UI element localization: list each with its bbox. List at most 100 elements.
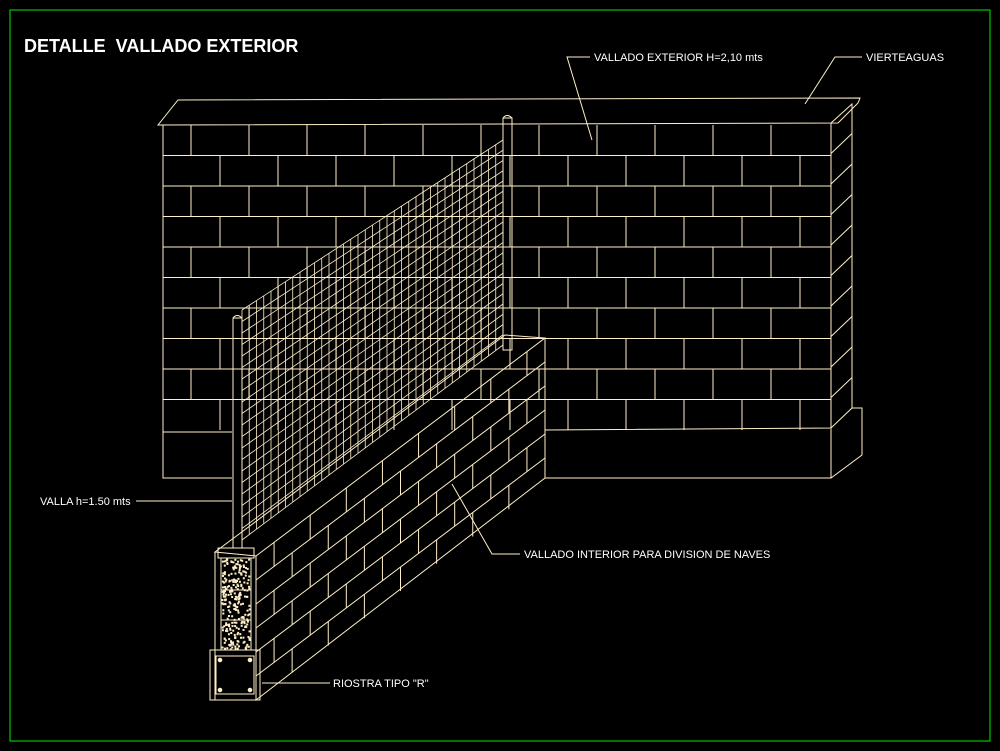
hatch-dot <box>236 596 239 599</box>
hatch-dot <box>246 643 249 646</box>
mesh-horizontal-wire <box>241 211 504 391</box>
hatch-dot <box>243 570 246 573</box>
side-course-line <box>830 224 853 246</box>
hatch-dot <box>227 615 230 618</box>
hatch-dot <box>244 574 247 577</box>
hatch-dot <box>232 643 235 646</box>
hatch-dot <box>231 646 234 649</box>
hatch-dot <box>239 636 242 639</box>
hatch-dot <box>228 601 231 604</box>
hatch-dot <box>234 624 237 627</box>
hatch-dot <box>222 612 225 615</box>
hatch-dot <box>242 577 245 580</box>
hatch-dot <box>227 633 230 636</box>
hatch-dot <box>226 647 229 650</box>
hatch-dot <box>238 567 241 570</box>
hatch-dot <box>245 595 248 598</box>
hatch-dot <box>234 572 237 575</box>
hatch-dot <box>237 627 240 630</box>
interior-wall-brick-joints <box>255 351 546 677</box>
hatch-dot <box>242 628 245 631</box>
hatch-dot <box>235 566 238 569</box>
label-mesh-fence: VALLA h=1.50 mts <box>40 496 131 508</box>
hatch-dot <box>229 590 232 593</box>
hatch-dot <box>224 580 227 583</box>
hatch-dot <box>222 574 225 577</box>
drawing-title: DETALLE VALLADO EXTERIOR <box>24 36 298 56</box>
hatch-dot <box>248 558 251 561</box>
fence-post-right <box>502 115 513 351</box>
hatch-dot <box>235 626 238 629</box>
hatch-dot <box>231 596 234 599</box>
hatch-dot <box>224 603 227 606</box>
hatch-dot <box>221 560 224 563</box>
hatch-dot <box>237 560 240 563</box>
hatch-dot <box>226 617 229 620</box>
hatch-dot <box>223 625 226 628</box>
wall-side-joints <box>830 133 853 398</box>
hatch-dot <box>245 561 248 564</box>
hatch-dot <box>236 643 239 646</box>
hatch-dot <box>237 577 240 580</box>
hatch-dot <box>246 623 249 626</box>
hatch-dot <box>232 629 235 632</box>
mesh-horizontal-wire <box>241 221 504 403</box>
mesh-horizontal-wire <box>241 170 504 345</box>
hatch-dot <box>248 613 251 616</box>
hatch-dot <box>245 645 248 648</box>
hatch-dot <box>233 592 236 595</box>
hatch-dot <box>237 602 240 605</box>
side-course-line <box>830 194 853 215</box>
hatch-dot <box>247 579 250 582</box>
hatch-dot <box>222 586 225 589</box>
hatch-dot <box>232 641 235 644</box>
mesh-horizontal-wire <box>241 293 504 483</box>
hatch-dot <box>233 566 236 569</box>
hatch-dot <box>232 580 235 583</box>
hatch-dot <box>240 573 243 576</box>
tie-beam-section <box>209 649 261 701</box>
hatch-dot <box>224 595 227 598</box>
hatch-dot <box>224 593 227 596</box>
hatch-dot <box>248 575 251 578</box>
hatch-dot <box>237 645 240 648</box>
mesh-horizontal-wire <box>241 160 504 334</box>
hatch-dot <box>230 632 233 635</box>
hatch-dot <box>233 603 236 606</box>
hatch-dot <box>223 641 226 644</box>
hatch-dot <box>239 559 242 562</box>
hatch-dot <box>223 571 226 574</box>
wall-brick-joints <box>163 125 831 430</box>
hatch-dot <box>235 598 238 601</box>
hatch-dot <box>244 647 247 650</box>
hatch-dot <box>237 609 240 612</box>
hatch-dot <box>228 623 231 626</box>
hatch-dot <box>237 617 240 620</box>
rebar <box>217 687 223 693</box>
hatch-dot <box>225 587 228 590</box>
side-course-line <box>830 316 853 337</box>
hatch-dot <box>237 611 240 614</box>
mesh-horizontal-wire <box>241 139 504 311</box>
hatch-dot <box>230 586 233 589</box>
mesh-horizontal-wire <box>241 334 504 529</box>
mesh-horizontal-wire <box>241 231 504 414</box>
hatch-dot <box>224 639 227 642</box>
mesh-horizontal-wire <box>241 242 504 426</box>
hatch-dot <box>248 587 251 590</box>
hatch-dot <box>221 626 224 629</box>
hatch-dot <box>241 587 244 590</box>
hatch-dot <box>238 580 241 583</box>
rebar <box>247 687 253 693</box>
hatch-dot <box>238 564 241 567</box>
hatch-dot <box>233 633 236 636</box>
hatch-dot <box>228 638 231 641</box>
fence-posts <box>232 115 513 549</box>
hatch-dot <box>240 585 243 588</box>
hatch-dot <box>229 643 232 646</box>
hatch-dot <box>225 578 228 581</box>
hatch-dot <box>227 609 230 612</box>
interior-wall <box>213 334 547 702</box>
